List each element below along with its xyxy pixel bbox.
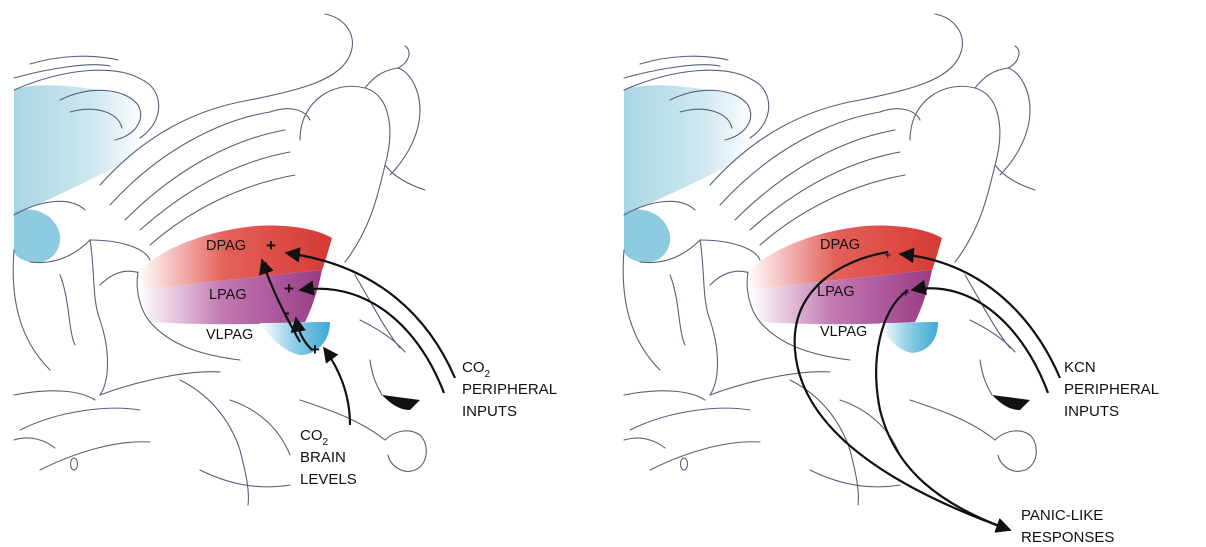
left-peripheral-sub2: 2 [485, 369, 491, 380]
right-response-label: PANIC-LIKE RESPONSES [1021, 507, 1114, 546]
right-peripheral-line3: INPUTS [1064, 403, 1119, 420]
left-brain-line2: BRAIN [300, 449, 346, 466]
right-vlpag-region [880, 322, 938, 353]
right-response-line2: RESPONSES [1021, 529, 1114, 546]
right-dpag-label: DPAG [820, 237, 860, 253]
right-panel: DPAG LPAG VLPAG + + KCN PERIPHERAL INPUT… [623, 14, 1162, 546]
left-dpag-label: DPAG [206, 238, 246, 254]
left-brain-co: CO [300, 427, 323, 444]
right-vlpag-label: VLPAG [820, 324, 867, 340]
left-peripheral-co: CO [462, 359, 485, 376]
left-panel: DPAG LPAG VLPAG + - + - + CO2 PERIPHERAL… [13, 14, 560, 505]
left-lpag-plus: + [284, 279, 294, 298]
left-peripheral-label: CO2 PERIPHERAL INPUTS [462, 359, 561, 420]
left-brain-sub2: 2 [323, 437, 329, 448]
left-peripheral-line3: INPUTS [462, 403, 517, 420]
right-peripheral-label: KCN PERIPHERAL INPUTS [1064, 359, 1163, 420]
left-brain-label: CO2 BRAIN LEVELS [300, 427, 357, 488]
right-peripheral-line1: KCN [1064, 359, 1096, 376]
right-dpag-plus: + [884, 247, 892, 262]
left-vlpag-label: VLPAG [206, 327, 253, 343]
right-peripheral-line2: PERIPHERAL [1064, 381, 1159, 398]
left-brain-line3: LEVELS [300, 471, 357, 488]
right-response-line1: PANIC-LIKE [1021, 507, 1103, 524]
left-lpag-label: LPAG [209, 287, 247, 303]
right-lpag-label: LPAG [817, 284, 855, 300]
left-peripheral-line2: PERIPHERAL [462, 381, 557, 398]
